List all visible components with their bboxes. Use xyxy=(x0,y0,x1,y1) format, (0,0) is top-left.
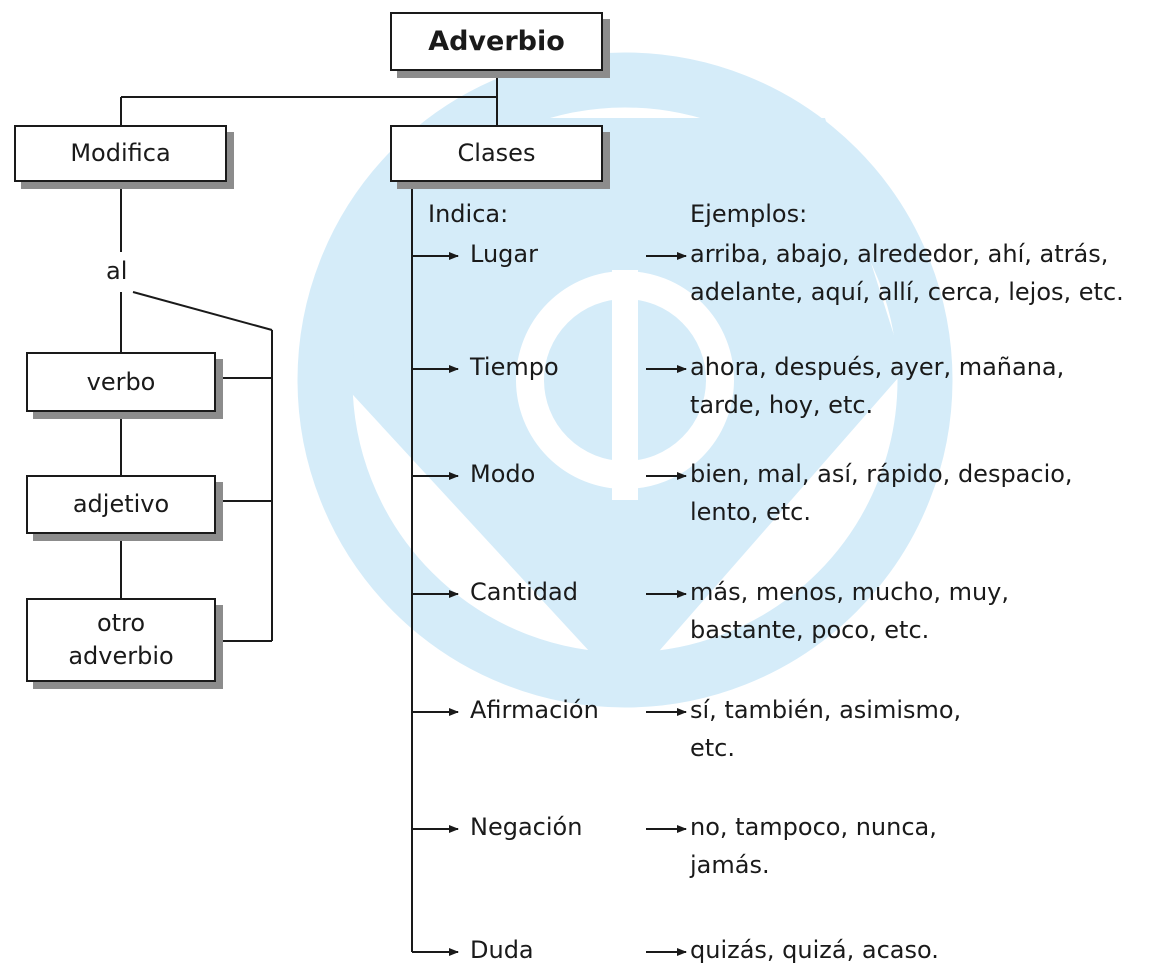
clase-example-line: bien, mal, así, rápido, despacio, xyxy=(690,460,1073,488)
clase-example-line: más, menos, mucho, muy, xyxy=(690,578,1010,606)
clase-example-line: adelante, aquí, allí, cerca, lejos, etc. xyxy=(690,278,1124,306)
clase-example-line: jamás. xyxy=(690,851,770,879)
modifica-label: Modifica xyxy=(70,139,171,167)
clase-example-line: no, tampoco, nunca, xyxy=(690,813,937,841)
clase-name: Cantidad xyxy=(470,578,578,606)
clase-example-line: sí, también, asimismo, xyxy=(690,696,962,724)
clase-example-line: lento, etc. xyxy=(690,498,811,526)
indica-header: Indica: xyxy=(428,200,509,228)
target-verbo: verbo xyxy=(26,352,216,412)
title-label: Adverbio xyxy=(428,26,565,57)
clase-name: Lugar xyxy=(470,240,538,268)
clase-example-line: etc. xyxy=(690,734,735,762)
clase-name: Afirmación xyxy=(470,696,599,724)
title-box: Adverbio xyxy=(390,12,603,71)
target-label: otro adverbio xyxy=(68,609,174,670)
clases-label: Clases xyxy=(457,139,536,167)
clase-name: Tiempo xyxy=(470,353,559,381)
clase-example-line: tarde, hoy, etc. xyxy=(690,391,874,419)
clase-name: Duda xyxy=(470,936,534,964)
clase-example-line: bastante, poco, etc. xyxy=(690,616,930,644)
ejemplos-header: Ejemplos: xyxy=(690,200,808,228)
modifica-box: Modifica xyxy=(14,125,227,182)
clase-example-line: ahora, después, ayer, mañana, xyxy=(690,353,1065,381)
target-otro-adverbio: otro adverbio xyxy=(26,598,216,682)
clase-name: Negación xyxy=(470,813,583,841)
target-label: verbo xyxy=(86,367,156,396)
target-adjetivo: adjetivo xyxy=(26,475,216,534)
clases-box: Clases xyxy=(390,125,603,182)
clase-name: Modo xyxy=(470,460,536,488)
connector-al: al xyxy=(106,257,128,285)
clase-example-line: quizás, quizá, acaso. xyxy=(690,936,939,964)
clase-example-line: arriba, abajo, alrededor, ahí, atrás, xyxy=(690,240,1109,268)
target-label: adjetivo xyxy=(72,490,170,518)
